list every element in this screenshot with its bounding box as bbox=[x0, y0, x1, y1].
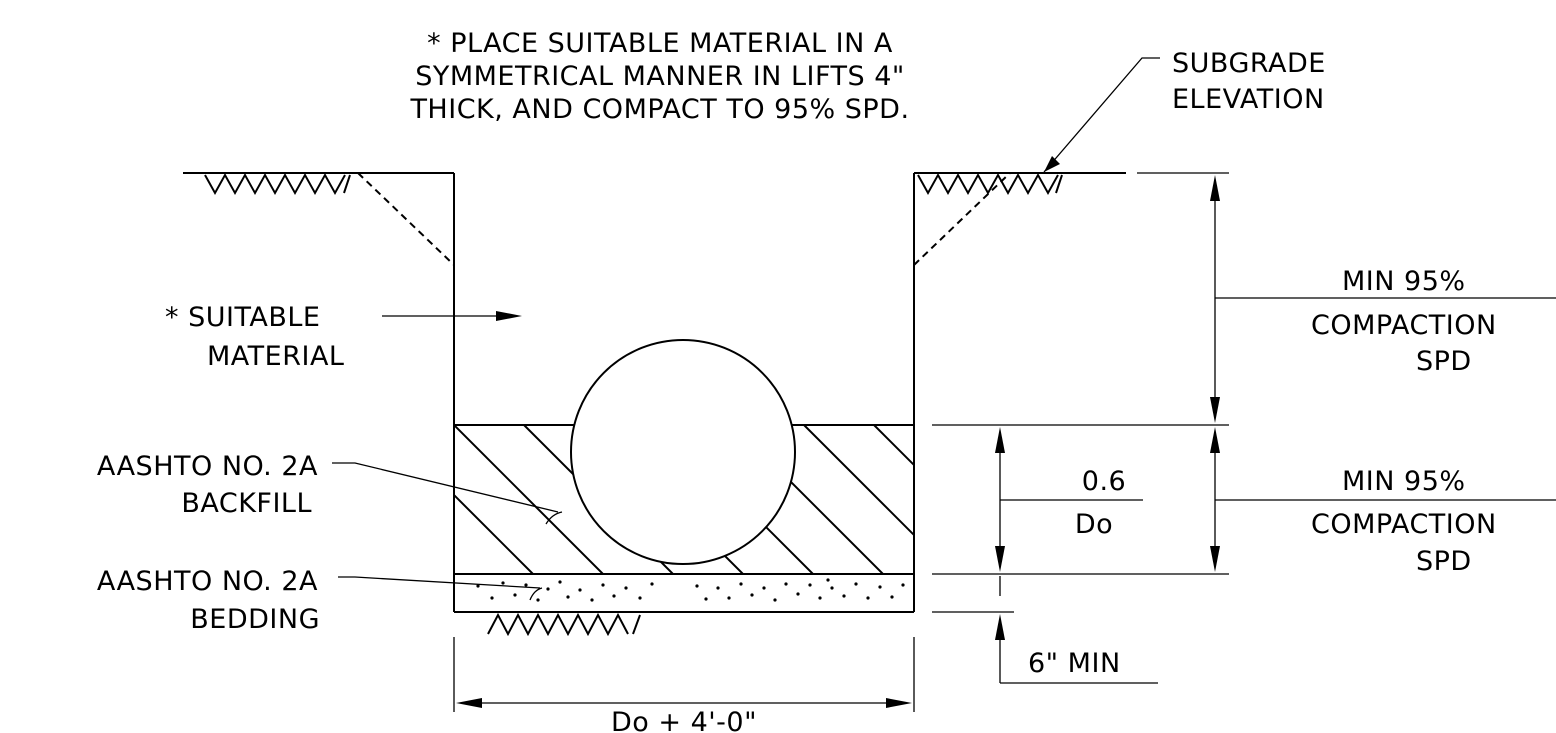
ground-surface bbox=[183, 172, 1126, 266]
backfill-height-denominator: Do bbox=[1075, 509, 1113, 540]
backfill-height-arrow-bottom bbox=[995, 546, 1005, 572]
backfill-height-arrow-top bbox=[995, 427, 1005, 453]
excavation-slope-right bbox=[913, 172, 1011, 266]
subgrade-leader-line bbox=[1043, 57, 1160, 173]
trench-width-dimension: Do + 4'-0" bbox=[453, 637, 915, 733]
bedding-label: AASHTO NO. 2A BEDDING bbox=[97, 566, 543, 635]
subgrade-label-line-2: ELEVATION bbox=[1172, 84, 1325, 115]
excavation-slope-left bbox=[357, 172, 455, 266]
suitable-label-line-1: * SUITABLE bbox=[165, 302, 320, 333]
earth-hatch-left bbox=[204, 172, 346, 196]
width-dimension-text: Do + 4'-0" bbox=[611, 707, 757, 733]
bedding-leader-line bbox=[338, 576, 541, 589]
general-note-line-2: SYMMETRICAL MANNER IN LIFTS 4" bbox=[415, 61, 905, 92]
backfill-leader-line bbox=[332, 462, 559, 513]
lower-compaction-line-2: COMPACTION bbox=[1311, 509, 1497, 540]
backfill-height-numerator: 0.6 bbox=[1082, 466, 1126, 497]
lower-compaction-line-1: MIN 95% bbox=[1342, 466, 1466, 497]
upper-compaction-line-1: MIN 95% bbox=[1342, 266, 1466, 297]
general-note: * PLACE SUITABLE MATERIAL IN A SYMMETRIC… bbox=[409, 28, 909, 125]
subgrade-leader-arrowhead bbox=[1044, 156, 1060, 172]
earth-hatch-right bbox=[917, 172, 1059, 196]
suitable-leader-arrowhead bbox=[496, 311, 522, 321]
bedding-depth-text: 6" MIN bbox=[1028, 648, 1121, 679]
bedding-label-line-2: BEDDING bbox=[190, 604, 320, 635]
bedding-depth-arrow bbox=[995, 614, 1005, 640]
trench bbox=[453, 173, 915, 613]
suitable-label-line-2: MATERIAL bbox=[207, 341, 344, 372]
width-arrowhead-right bbox=[886, 698, 912, 708]
earth-hatch-left-tail bbox=[343, 174, 351, 194]
backfill-leader-tick bbox=[545, 511, 563, 525]
bedding-leader-tick bbox=[529, 587, 543, 601]
bedding-label-line-1: AASHTO NO. 2A bbox=[97, 566, 318, 597]
general-note-line-1: * PLACE SUITABLE MATERIAL IN A bbox=[427, 28, 893, 59]
lower-zone-arrow-top bbox=[1210, 427, 1220, 453]
vertical-dimensions: MIN 95% COMPACTION SPD MIN 95% COMPACTIO… bbox=[932, 172, 1556, 684]
lower-zone-arrow-bottom bbox=[1210, 546, 1220, 572]
subgrade-elevation-label: SUBGRADE ELEVATION bbox=[1043, 48, 1326, 173]
upper-zone-arrow-bottom bbox=[1210, 397, 1220, 423]
upper-compaction-line-3: SPD bbox=[1416, 346, 1472, 377]
backfill-label-line-1: AASHTO NO. 2A bbox=[97, 451, 318, 482]
earth-hatch-bottom-tail bbox=[632, 614, 641, 635]
upper-zone-arrow-top bbox=[1210, 175, 1220, 201]
earth-hatch-bottom bbox=[487, 612, 629, 637]
earth-hatch-right-tail bbox=[1055, 174, 1063, 194]
backfill-label-line-2: BACKFILL bbox=[181, 488, 312, 519]
backfill-label: AASHTO NO. 2A BACKFILL bbox=[97, 451, 563, 525]
general-note-line-3: THICK, AND COMPACT TO 95% SPD. bbox=[409, 94, 909, 125]
lower-compaction-line-3: SPD bbox=[1416, 546, 1472, 577]
upper-compaction-line-2: COMPACTION bbox=[1311, 310, 1497, 341]
width-arrowhead-left bbox=[456, 698, 482, 708]
bedding-stipple bbox=[476, 578, 905, 602]
subgrade-label-line-1: SUBGRADE bbox=[1172, 48, 1326, 79]
suitable-material-label: * SUITABLE MATERIAL bbox=[165, 302, 522, 372]
pipe-circle bbox=[570, 339, 796, 565]
